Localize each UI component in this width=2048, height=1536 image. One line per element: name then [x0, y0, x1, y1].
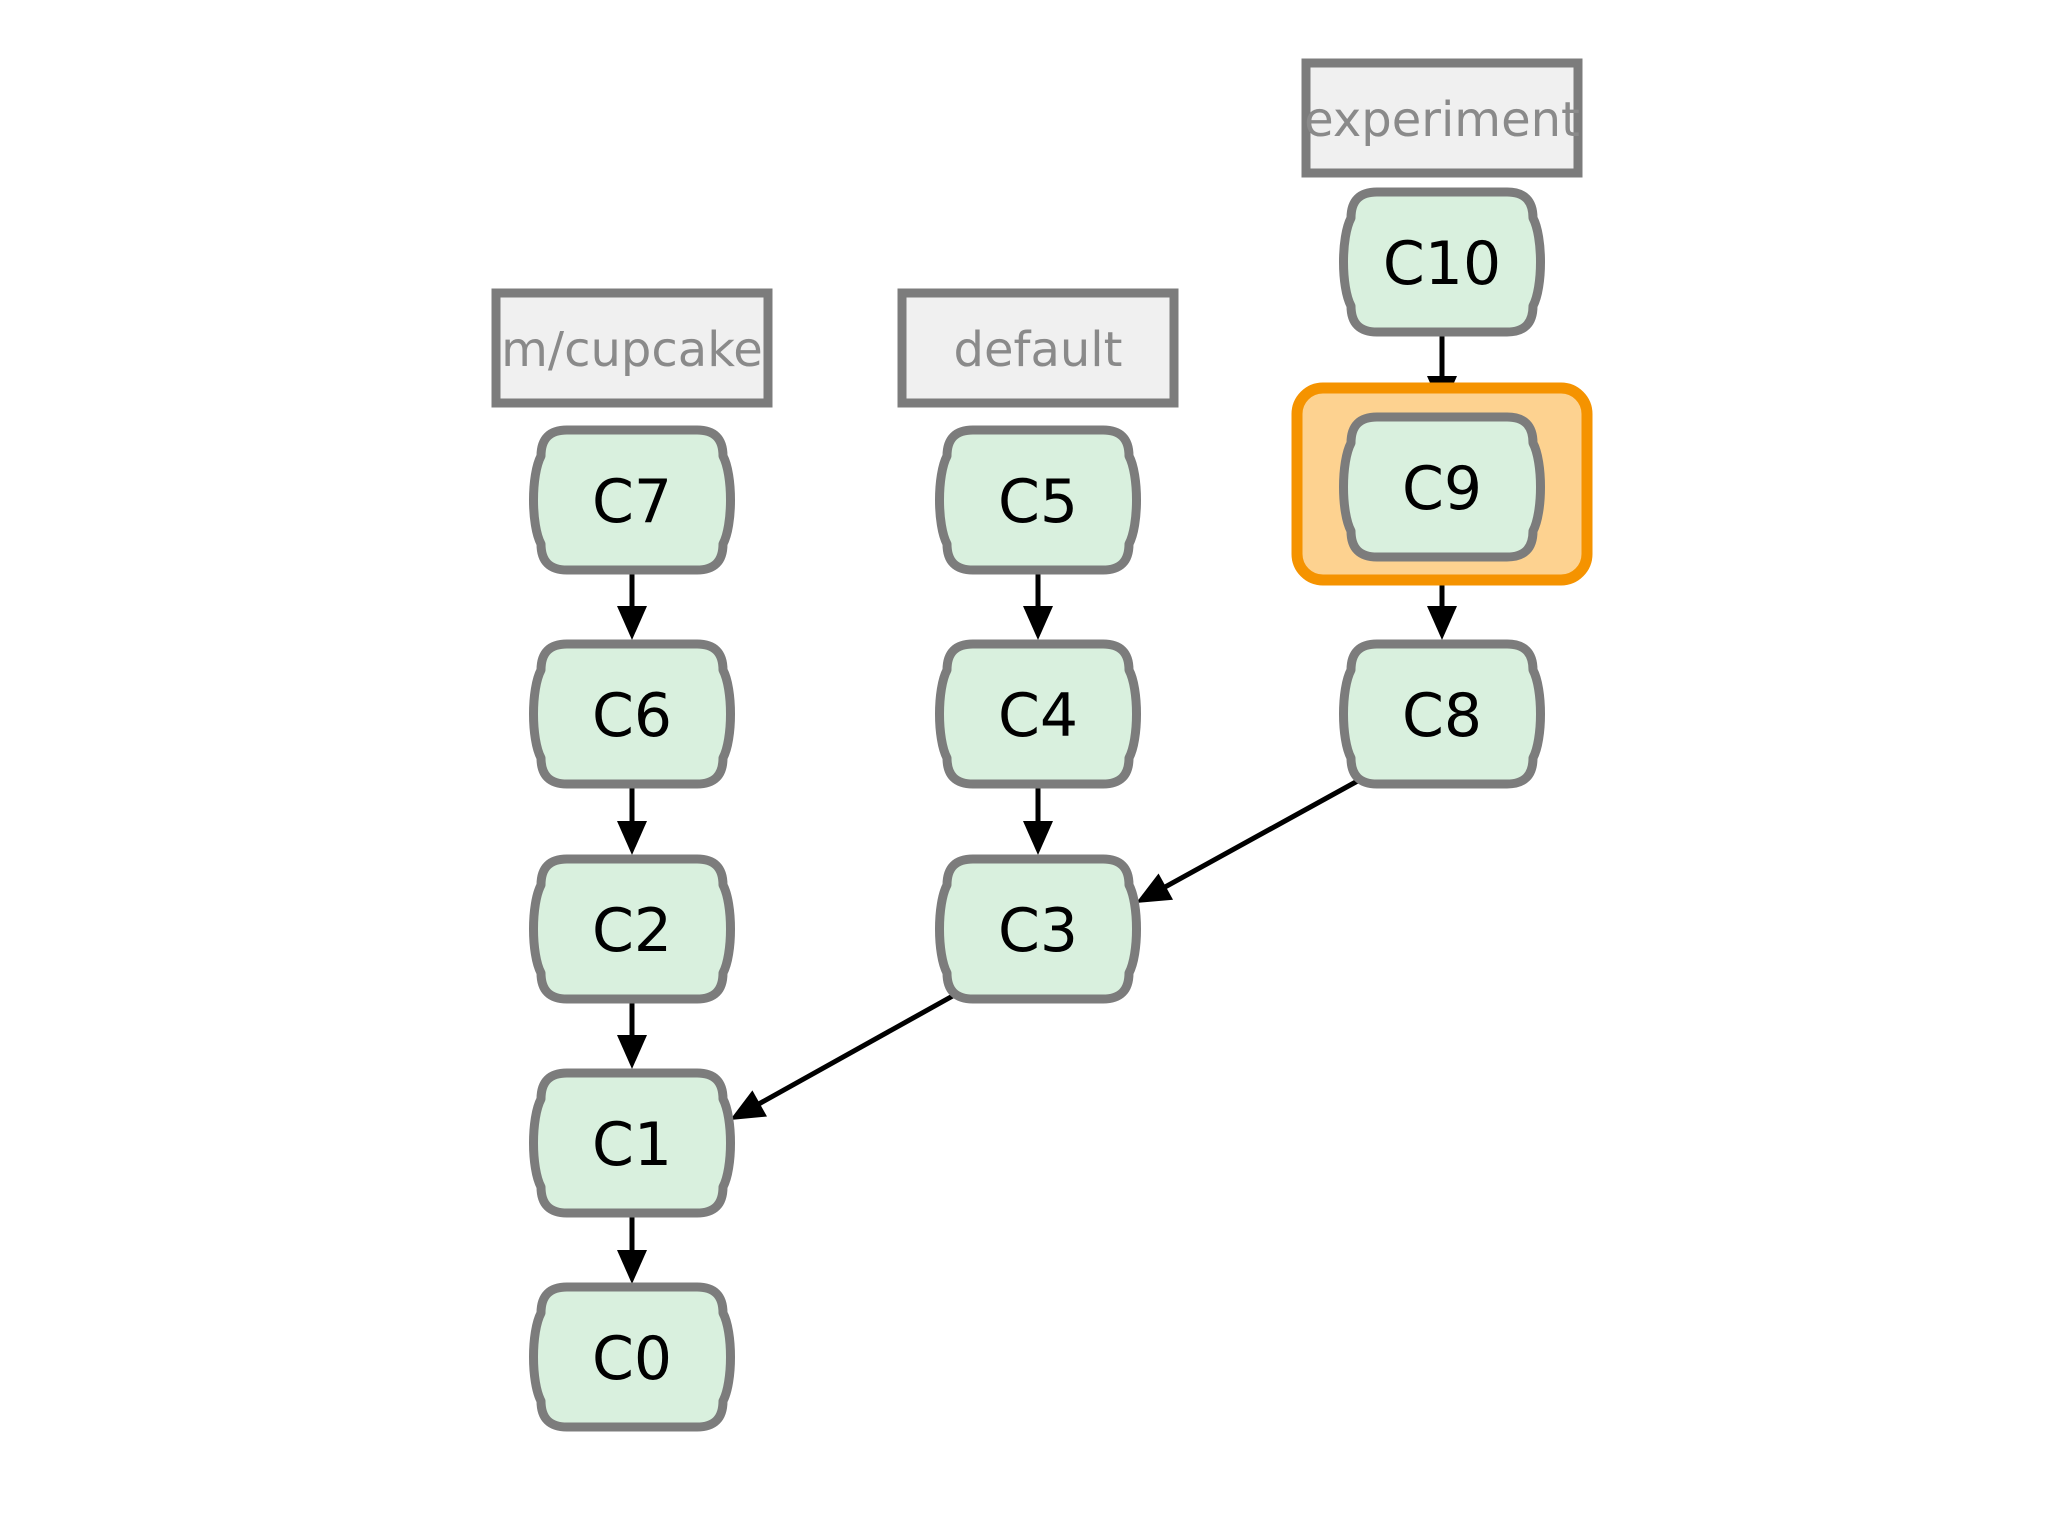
- branch-label-box: [491, 288, 773, 408]
- commit-node-c5[interactable]: C5: [935, 425, 1141, 575]
- commit-node-shape: [529, 854, 735, 1004]
- edge-C2-C1: [617, 999, 647, 1069]
- edge-arrowhead: [1023, 606, 1053, 640]
- commit-node-c6[interactable]: C6: [529, 639, 735, 789]
- commit-node-c7[interactable]: C7: [529, 425, 735, 575]
- edge-arrowhead: [617, 1035, 647, 1069]
- edge-C1-C0: [617, 1213, 647, 1284]
- commit-node-shape: [529, 639, 735, 789]
- commit-node-shape: [529, 1068, 735, 1218]
- commit-node-c10[interactable]: C10: [1339, 187, 1545, 337]
- commit-node-c2[interactable]: C2: [529, 854, 735, 1004]
- edge-arrowhead: [617, 821, 647, 855]
- edge-arrowhead: [1023, 821, 1053, 855]
- branch-label-box: [897, 288, 1179, 408]
- commit-node-c8[interactable]: C8: [1339, 639, 1545, 789]
- branch-label-box: [1301, 58, 1583, 178]
- edge-line: [1161, 775, 1365, 891]
- commit-node-shape: [935, 854, 1141, 1004]
- edge-arrowhead: [730, 1090, 768, 1120]
- commit-node-c9[interactable]: C9: [1339, 412, 1545, 562]
- commit-node-shape: [935, 639, 1141, 789]
- edge-line: [754, 990, 960, 1108]
- commit-node-shape: [1339, 412, 1545, 562]
- edge-arrowhead: [617, 606, 647, 640]
- commit-node-c0[interactable]: C0: [529, 1282, 735, 1432]
- commit-node-shape: [935, 425, 1141, 575]
- branch-label-default[interactable]: default: [897, 288, 1179, 408]
- commit-node-c3[interactable]: C3: [935, 854, 1141, 1004]
- edge-C6-C2: [617, 784, 647, 855]
- commit-node-shape: [529, 425, 735, 575]
- edge-C5-C4: [1023, 570, 1053, 640]
- branch-label-m-cupcake[interactable]: m/cupcake: [491, 288, 773, 408]
- branch-label-experiment[interactable]: experiment: [1301, 58, 1583, 178]
- edge-C4-C3: [1023, 784, 1053, 855]
- edge-C8-C3: [1136, 775, 1365, 903]
- edge-arrowhead: [1427, 606, 1457, 640]
- edge-C3-C1: [730, 990, 960, 1120]
- commit-node-c4[interactable]: C4: [935, 639, 1141, 789]
- edge-C7-C6: [617, 570, 647, 640]
- edge-arrowhead: [617, 1250, 647, 1284]
- commit-node-shape: [1339, 187, 1545, 337]
- commit-node-shape: [1339, 639, 1545, 789]
- commit-node-shape: [529, 1282, 735, 1432]
- edge-arrowhead: [1136, 873, 1174, 903]
- commit-node-c1[interactable]: C1: [529, 1068, 735, 1218]
